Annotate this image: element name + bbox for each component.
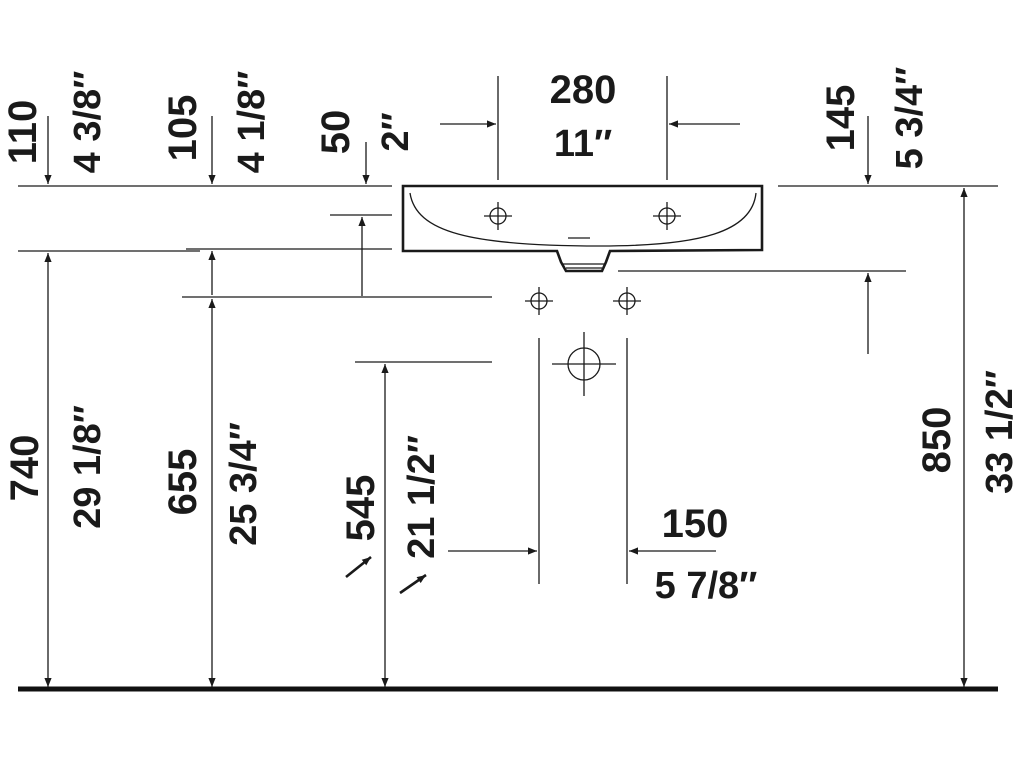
dim-110-mm: 110	[1, 100, 45, 165]
dim-655-mm: 655	[161, 449, 205, 516]
dim-280-inch: 11″	[554, 123, 612, 165]
dim-145-mm: 145	[819, 85, 863, 152]
supply-connection-right	[613, 287, 641, 315]
dim-545-inch: 21 1/2″	[401, 435, 443, 559]
dim-850-inch: 33 1/2″	[979, 370, 1016, 494]
dim-50-mm: 50	[314, 110, 358, 155]
waste-outlet	[552, 332, 616, 396]
tap-hole-left	[484, 202, 512, 230]
dim-110-inch: 4 3/8″	[67, 71, 109, 174]
dim-280-mm: 280	[550, 68, 617, 112]
dimension-labels: 110 4 3/8″ 105 4 1/8″ 50 2″ 280 11″ 145 …	[1, 67, 1016, 607]
basin-outline	[401, 184, 764, 273]
dim-740-mm: 740	[3, 435, 47, 502]
dim-740-inch: 29 1/8″	[67, 405, 109, 529]
dim-655-inch: 25 3/4″	[223, 422, 265, 546]
dim-105-inch: 4 1/8″	[231, 71, 273, 174]
dim-105-mm: 105	[161, 95, 205, 162]
dim-545-mm: 545	[339, 475, 383, 542]
dim-50-inch: 2″	[375, 112, 417, 151]
supply-connection-left	[525, 287, 553, 315]
dim-850-mm: 850	[915, 407, 959, 474]
dim-150-mm: 150	[662, 502, 729, 546]
tap-hole-right	[653, 202, 681, 230]
dim-150-inch: 5 7/8″	[655, 565, 758, 607]
dimension-arrows	[44, 116, 968, 687]
extension-lines	[18, 76, 998, 584]
dim-145-inch: 5 3/4″	[889, 67, 931, 170]
